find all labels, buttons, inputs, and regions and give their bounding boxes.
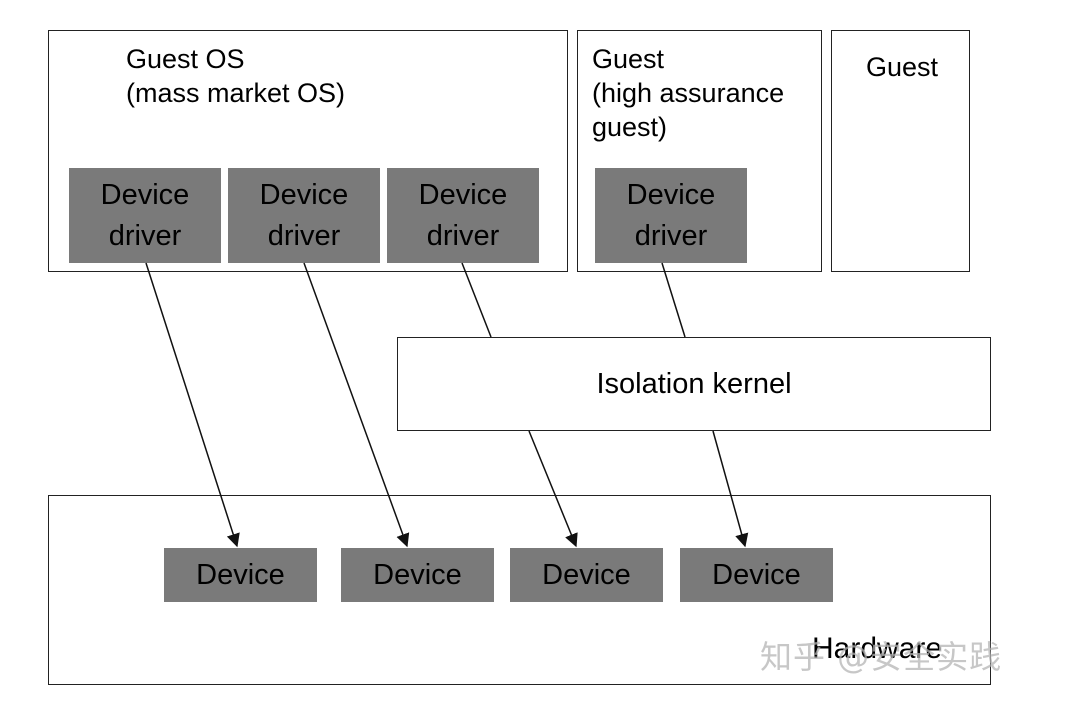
isolation-kernel-box: [397, 337, 991, 431]
line-driver3-kernel: [461, 262, 492, 338]
device-driver-3: Device driver: [387, 168, 539, 263]
arrow-driver2-device2: [303, 262, 410, 548]
device-4: Device: [680, 548, 833, 602]
arrow-kernel-device3: [528, 430, 578, 548]
guest-os-title: Guest OS (mass market OS): [126, 44, 346, 108]
watermark: 知乎 @安全实践: [760, 638, 1003, 676]
device-driver-4: Device driver: [595, 168, 747, 263]
device-1: Device: [164, 548, 317, 602]
guest-box: [831, 30, 970, 272]
device-3: Device: [510, 548, 663, 602]
device-driver-2: Device driver: [228, 168, 380, 263]
device-2: Device: [341, 548, 494, 602]
arrow-kernel-device4: [712, 430, 749, 548]
hardware-label: Hardware: [812, 632, 943, 665]
line-driver4-kernel: [661, 262, 686, 338]
guest-title: Guest: [866, 52, 939, 82]
arrow-driver1-device1: [145, 262, 240, 548]
high-assurance-guest-title: Guest (high assurance guest): [592, 44, 785, 142]
isolation-kernel-label: Isolation kernel: [596, 367, 792, 400]
device-driver-1: Device driver: [69, 168, 221, 263]
